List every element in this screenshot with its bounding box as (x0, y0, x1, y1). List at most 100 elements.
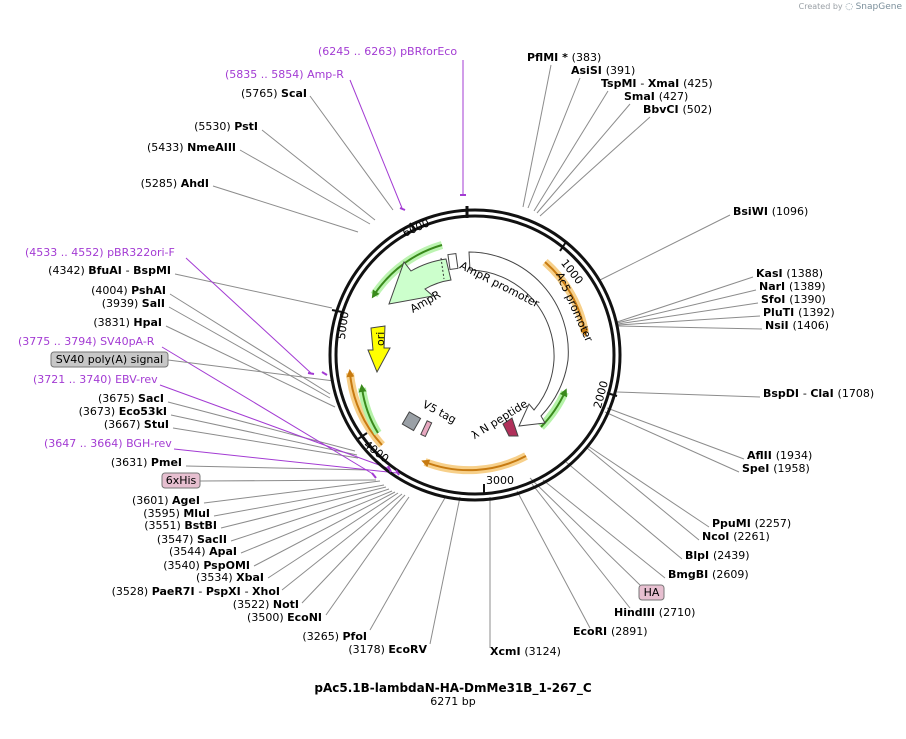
enzyme-name: TspMI (601, 77, 640, 90)
enzyme-name: BspDI (763, 387, 803, 400)
enzyme-name: HindIII (614, 606, 659, 619)
feature-v5-stripe (420, 420, 433, 438)
enzyme-name: MluI (183, 507, 210, 520)
plasmid-name: pAc5.1B-lambdaN-HA-DmMe31B_1-267_C (314, 681, 592, 695)
enzyme-xcmi: XcmI (3124) (490, 645, 561, 658)
inner-label-ori: ori (374, 332, 387, 346)
feature-ampr-promoter-box (447, 252, 459, 271)
primer-amp-r: (5835 .. 5854) Amp-R (225, 68, 344, 81)
enzyme-name: NotI (273, 598, 299, 611)
feature-box-6xhis (161, 472, 201, 489)
leader-pluti (617, 315, 761, 326)
feature-label-6xhis: 6xHis (166, 474, 197, 487)
enzyme-apai: (3544) ApaI (169, 545, 237, 558)
credit-prefix: Created by (798, 2, 843, 11)
enzyme-position: (2257) (755, 517, 792, 530)
enzyme-sfoi: SfoI (1390) (761, 293, 826, 306)
enzyme-position: (2439) (713, 549, 750, 562)
leader-hpai (165, 325, 336, 408)
feature-leader-6xhis (199, 479, 377, 482)
leader-spei (604, 411, 740, 473)
enzyme-position: (1934) (776, 449, 813, 462)
enzyme-ppumi: PpuMI (2257) (712, 517, 791, 530)
enzyme-blpi: BlpI (2439) (685, 549, 750, 562)
enzyme-name: PmeI (151, 456, 182, 469)
enzyme-name: SalI (142, 297, 165, 310)
leader-psti (261, 129, 376, 221)
snapgene-logo-icon: ◌ (845, 2, 854, 12)
enzyme-name: AsiSI (571, 64, 606, 77)
enzyme-position: (3939) (102, 297, 142, 310)
enzyme-noti: (3522) NotI (233, 598, 299, 611)
primer-range: (6245 .. 6263) (318, 45, 400, 58)
enzyme-name: AflII (747, 449, 776, 462)
leader-agei (203, 480, 381, 504)
enzyme-pluti: PluTI (1392) (763, 306, 835, 319)
enzyme-position: (1958) (773, 462, 810, 475)
enzyme-position: (3500) (247, 611, 287, 624)
leader-econi (325, 496, 410, 616)
enzyme-name: EcoRI (573, 625, 611, 638)
primer-name: pBR322ori-F (107, 246, 175, 259)
enzyme-position: (3631) (111, 456, 151, 469)
enzyme-name: PfoI (343, 630, 368, 643)
enzyme-separator: - (640, 77, 647, 90)
site-labels: PflMI * (383) AsiSI (391) TspMI - XmaI (… (18, 45, 874, 658)
enzyme-pshai: (4004) PshAI (91, 284, 166, 297)
leader-pspomi (253, 491, 396, 567)
enzyme-separator: - (245, 585, 252, 598)
inner-label-lambda-n: λ N peptide (469, 397, 530, 442)
enzyme-position: (4342) (48, 264, 88, 277)
enzyme-smai: SmaI (427) (624, 90, 688, 103)
primer-leader-bgh-rev (173, 448, 398, 474)
enzyme-position: (3544) (169, 545, 209, 558)
enzyme-paer7i: (3528) PaeR7I - PspXI - XhoI (112, 585, 280, 598)
enzyme-name: NarI (759, 280, 789, 293)
primer-pbr322ori-f: (4533 .. 4552) pBR322ori-F (25, 246, 175, 259)
enzyme-nsii: NsiI (1406) (765, 319, 829, 332)
enzyme-name: BbvCI (643, 103, 682, 116)
primer-range: (3647 .. 3664) (44, 437, 126, 450)
enzyme-name: NmeAIII (187, 141, 236, 154)
feature-box-ha (638, 584, 665, 601)
primer-pbrforeco: (6245 .. 6263) pBRforEco (318, 45, 457, 58)
enzyme-position: (3528) (112, 585, 152, 598)
enzyme-name: PstI (234, 120, 258, 133)
leader-pshai (169, 293, 331, 395)
enzyme-name: XbaI (236, 571, 264, 584)
primer-leader-ebv-rev (159, 384, 391, 470)
enzyme-ncoi: NcoI (2261) (702, 530, 770, 543)
leader-nari (616, 289, 757, 324)
enzyme-eco53ki: (3673) Eco53kI (79, 405, 167, 418)
enzyme-position: (3178) (348, 643, 388, 656)
enzyme-asisi: AsiSI (391) (571, 64, 635, 77)
primer-name: pBRforEco (400, 45, 457, 58)
feature-box-sv40-poly-a-signal (50, 351, 169, 368)
plasmid-backbone-inner (334, 214, 616, 496)
enzyme-name: SacI (138, 392, 164, 405)
feature-lambda-n (502, 417, 519, 437)
primer-name: SV40pA-R (100, 335, 155, 348)
enzyme-position: (3522) (233, 598, 273, 611)
leader-eco53ki (170, 414, 358, 456)
enzyme-position: (502) (682, 103, 712, 116)
leader-saci (167, 401, 356, 452)
enzyme-position: (5285) (141, 177, 181, 190)
enzyme-name: Eco53kI (119, 405, 167, 418)
enzyme-name: PaeR7I (152, 585, 199, 598)
leader-mlui (213, 484, 385, 517)
enzyme-name: BmgBI (668, 568, 712, 581)
tick-label-6000: 6000 (401, 216, 432, 239)
enzyme-bstbi: (3551) BstBI (144, 519, 217, 532)
enzyme-position: (5433) (147, 141, 187, 154)
primer-name: EBV-rev (115, 373, 158, 386)
enzyme-name: PflMI * (527, 51, 572, 64)
enzyme-name: XhoI (252, 585, 280, 598)
leader-asisi (527, 77, 581, 209)
enzyme-name: NcoI (702, 530, 733, 543)
enzyme-ahdi: (5285) AhdI (141, 177, 209, 190)
enzyme-position: (3540) (163, 559, 203, 572)
leader-stui (172, 427, 359, 459)
leader-pmei (185, 465, 370, 471)
